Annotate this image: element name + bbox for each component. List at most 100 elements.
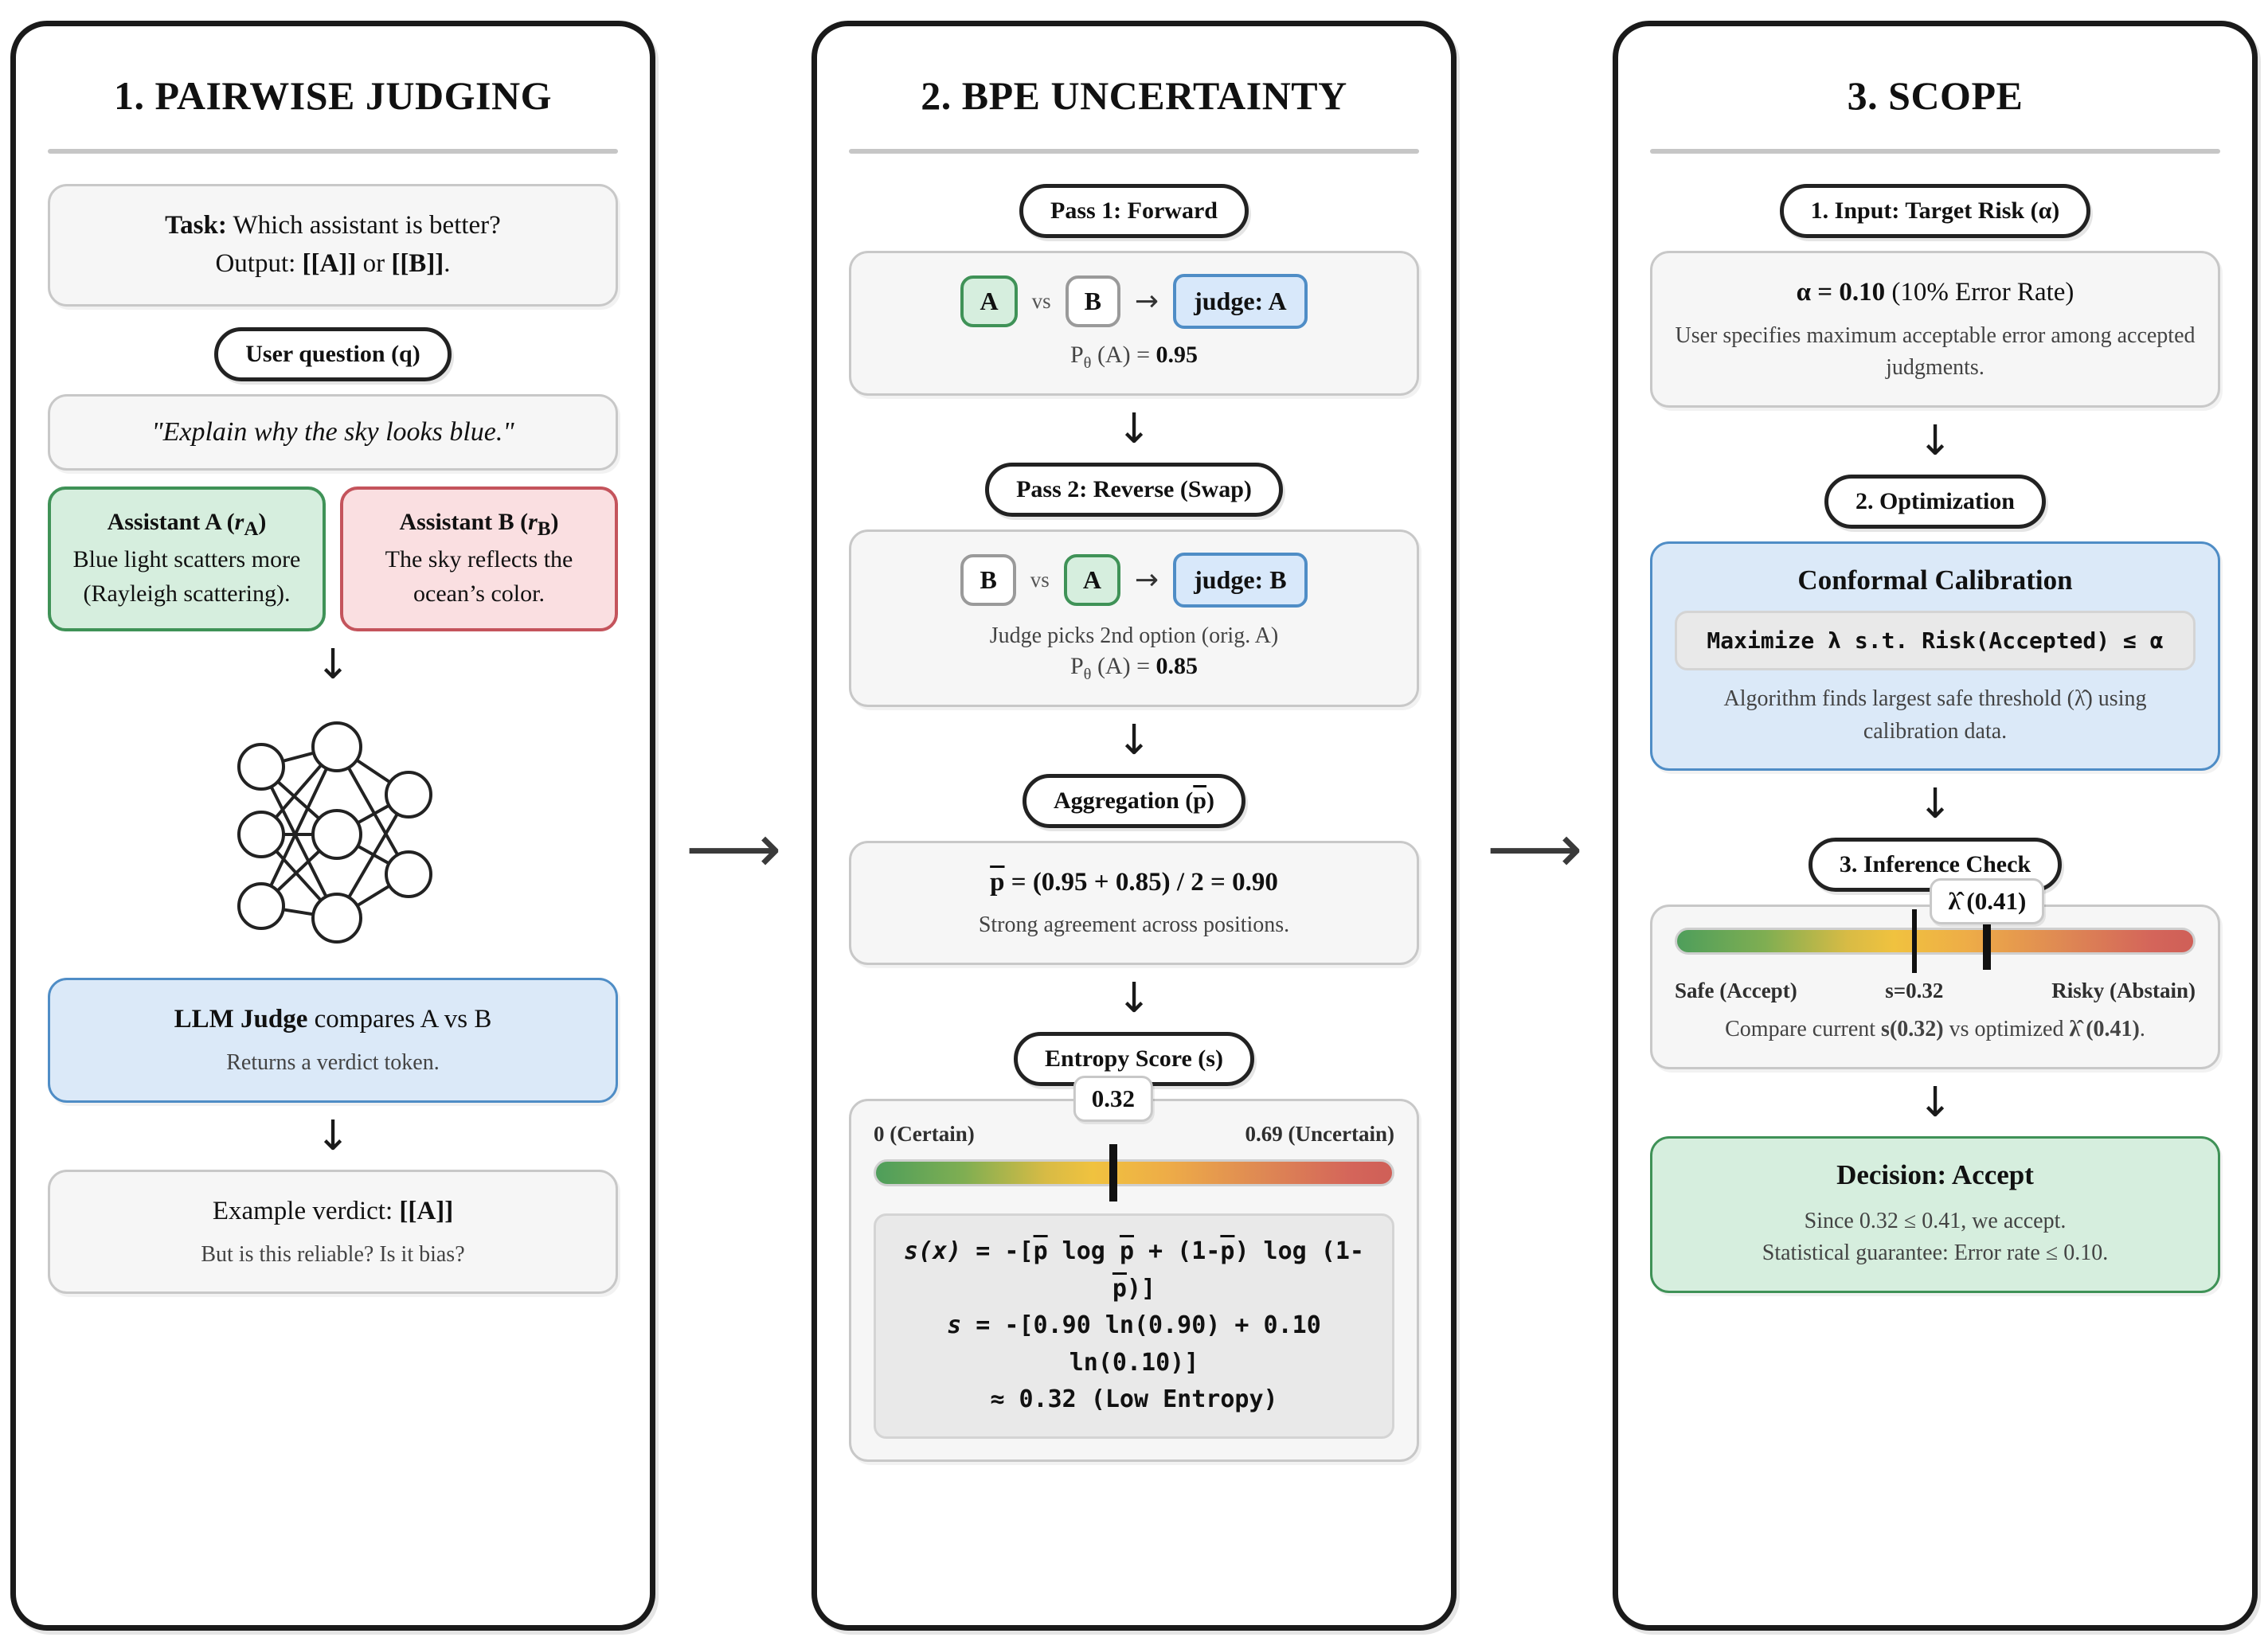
llm-judge-rest: compares A vs B: [307, 1005, 492, 1034]
target-risk-card: α = 0.10 (10% Error Rate) User specifies…: [1650, 251, 2220, 408]
down-arrow-1b: ↓: [315, 1112, 350, 1160]
down-arrow-2c: ↓: [1116, 975, 1152, 1023]
decision-card: Decision: Accept Since 0.32 ≤ 0.41, we a…: [1650, 1135, 2220, 1293]
compare-score: s(0.32): [1881, 1017, 1944, 1042]
pass1-pill: Pass 1: Forward: [1019, 184, 1249, 238]
legend-risky: Risky (Abstain): [2051, 979, 2196, 1003]
task-card: Task: Which assistant is better? Output:…: [48, 184, 618, 307]
task-line-1: Task: Which assistant is better?: [72, 207, 593, 245]
panel-title-1: 1. PAIRWISE JUDGING: [114, 73, 552, 118]
entropy-formula-line-3: ≈ 0.32 (Low Entropy): [990, 1385, 1278, 1414]
title-divider-2: [849, 149, 1419, 154]
down-arrow-3c: ↓: [1918, 1078, 1953, 1127]
flow-arrow-1-icon: ⟶: [685, 810, 782, 888]
aggregation-sub: Strong agreement across positions.: [978, 912, 1290, 938]
assistant-b-heading: Assistant B (rB): [399, 508, 559, 540]
output-prefix: Output:: [215, 248, 303, 278]
calibration-sub-pre: Algorithm finds largest safe threshold (: [1723, 686, 2074, 712]
pass2-pill: Pass 2: Reverse (Swap): [985, 463, 1283, 517]
output-period: .: [444, 248, 451, 278]
pass1-prob-theta: θ: [1083, 354, 1092, 372]
conformal-calibration-card: Conformal Calibration Maximize λ s.t. Ri…: [1650, 541, 2220, 772]
pass1-card: A vs B → judge: A Pθ (A) = 0.95: [849, 251, 1419, 396]
entropy-meter-min-label: 0 (Certain): [874, 1122, 975, 1147]
assistant-a-card: Assistant A (rA) Blue light scatters mor…: [48, 486, 326, 632]
panel-scope: 3. SCOPE 1. Input: Target Risk (α) α = 0…: [1613, 21, 2258, 1631]
title-divider-3: [1650, 149, 2220, 154]
pass1-vs-label: vs: [1031, 289, 1051, 313]
task-line-2: Output: [[A]] or [[B]].: [72, 245, 593, 283]
entropy-meter: 0 (Certain) 0.69 (Uncertain) 0.32: [874, 1076, 1394, 1202]
entropy-formula-line-1: s(x) = -[p log p + (1-p) log (1-p)]: [904, 1237, 1364, 1303]
pass1-vs-row: A vs B → judge: A: [874, 274, 1394, 329]
compare-pre: Compare current: [1725, 1017, 1882, 1042]
pass1-prob-mid: (A) =: [1091, 342, 1156, 368]
verdict-sub: But is this reliable? Is it bias?: [201, 1241, 465, 1267]
risk-meter-bar: [1675, 909, 2196, 974]
lambda-hat-bubble: λ̂ (0.41): [1930, 878, 2045, 925]
aggregation-card: p = (0.95 + 0.85) / 2 = 0.90 Strong agre…: [849, 840, 1419, 966]
down-arrow-3b: ↓: [1918, 780, 1953, 829]
pass1-token-right: B: [1065, 275, 1120, 327]
output-token-a: [[A]]: [302, 248, 357, 278]
legend-score: s=0.32: [1885, 979, 1944, 1003]
pass2-token-left: B: [960, 554, 1016, 606]
assistant-a-body: Blue light scatters more (Rayleigh scatt…: [72, 546, 301, 607]
calibration-sub: Algorithm finds largest safe threshold (…: [1675, 683, 2196, 748]
down-arrow-2a: ↓: [1116, 405, 1152, 453]
calibration-title: Conformal Calibration: [1797, 565, 2073, 596]
pass1-arrow-icon: →: [1134, 285, 1159, 318]
panel-pairwise-judging: 1. PAIRWISE JUDGING Task: Which assistan…: [10, 21, 655, 1631]
calibration-objective-code: Maximize λ s.t. Risk(Accepted) ≤ α: [1675, 611, 2196, 671]
user-question-pill: User question (q): [214, 326, 452, 381]
alpha-value: α = 0.10: [1796, 278, 1886, 307]
step2-pill: 2. Optimization: [1824, 475, 2046, 529]
entropy-formula-block: s(x) = -[p log p + (1-p) log (1-p)] s = …: [874, 1213, 1394, 1439]
pass2-judge-token: judge: B: [1173, 553, 1308, 608]
compare-mid: vs optimized: [1943, 1017, 2070, 1042]
pass2-prob-p: P: [1069, 652, 1084, 679]
step1-pill: 1. Input: Target Risk (α): [1779, 184, 2091, 238]
panel-bpe-uncertainty: 2. BPE UNCERTAINTY Pass 1: Forward A vs …: [811, 21, 1457, 1631]
score-marker: [1912, 909, 1918, 974]
entropy-meter-bar: [874, 1144, 1394, 1202]
panel-title-3: 3. SCOPE: [1847, 73, 2024, 118]
down-arrow-1a: ↓: [315, 641, 350, 690]
agg-pbar: p: [990, 867, 1005, 897]
assistant-responses-row: Assistant A (rA) Blue light scatters mor…: [48, 486, 618, 632]
assistant-a-heading: Assistant A (rA): [107, 508, 267, 540]
pass2-vs-row: B vs A → judge: B: [874, 553, 1394, 608]
pass2-vs-label: vs: [1030, 568, 1050, 592]
llm-judge-card: LLM Judge compares A vs B Returns a verd…: [48, 978, 618, 1103]
pass2-probability: Pθ (A) = 0.85: [874, 653, 1394, 684]
user-question-text: "Explain why the sky looks blue.": [151, 416, 514, 447]
assistant-b-card: Assistant B (rB) The sky reflects the oc…: [340, 486, 618, 632]
output-or: or: [356, 248, 392, 278]
risk-meter-legend: Safe (Accept) s=0.32 Risky (Abstain): [1675, 979, 2196, 1014]
pass2-prob-theta: θ: [1083, 665, 1092, 683]
down-arrow-3a: ↓: [1918, 417, 1953, 466]
verdict-value: [[A]]: [399, 1196, 454, 1225]
panel-gap-1: ⟶: [655, 21, 811, 1631]
alpha-rest: (10% Error Rate): [1885, 278, 2074, 307]
pass1-prob-value: 0.95: [1156, 342, 1199, 368]
entropy-value-bubble: 0.32: [1073, 1076, 1153, 1123]
risk-meter: λ̂ (0.41) Safe (Accept) s=0.32 Risky (Ab…: [1675, 878, 2196, 1014]
decision-line-1: Since 0.32 ≤ 0.41, we accept.: [1804, 1208, 2067, 1233]
pass2-prob-value: 0.85: [1156, 652, 1199, 679]
compare-line: Compare current s(0.32) vs optimized λ̂ …: [1675, 1014, 2196, 1046]
task-label: Task:: [165, 211, 227, 240]
pass2-card: B vs A → judge: B Judge picks 2nd option…: [849, 529, 1419, 707]
pass1-prob-p: P: [1069, 342, 1084, 368]
compare-threshold: λ̂ (0.41): [2069, 1017, 2140, 1042]
entropy-marker: [1109, 1144, 1118, 1202]
calibration-sub-post: ) using calibration data.: [1863, 686, 2147, 744]
agg-formula-rest: = (0.95 + 0.85) / 2 = 0.90: [1004, 867, 1278, 897]
panel-gap-2: ⟶: [1457, 21, 1613, 1631]
down-arrow-2b: ↓: [1116, 716, 1152, 764]
entropy-card: 0 (Certain) 0.69 (Uncertain) 0.32 s(x) =…: [849, 1076, 1419, 1462]
user-question-card: "Explain why the sky looks blue.": [48, 393, 618, 471]
inference-check-card: λ̂ (0.41) Safe (Accept) s=0.32 Risky (Ab…: [1650, 878, 2220, 1069]
decision-line-2: Statistical guarantee: Error rate ≤ 0.10…: [1762, 1241, 2109, 1266]
